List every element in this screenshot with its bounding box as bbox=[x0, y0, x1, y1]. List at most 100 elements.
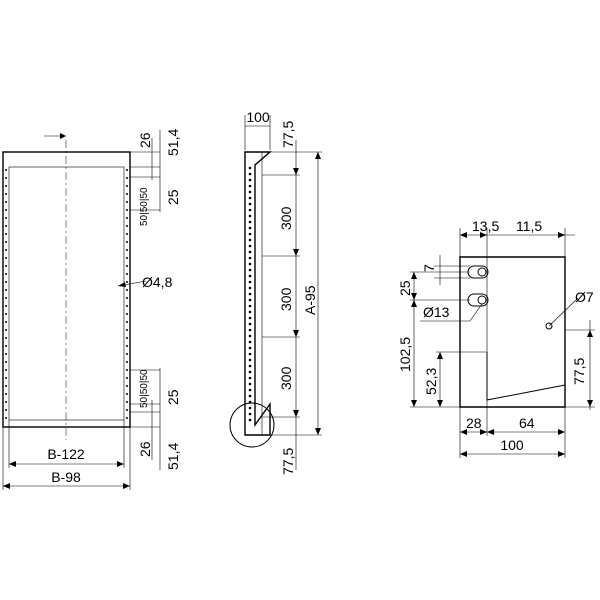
mounting-hole bbox=[126, 385, 128, 387]
mounting-hole bbox=[126, 361, 128, 363]
hole-d7 bbox=[545, 322, 553, 330]
mounting-hole bbox=[5, 185, 7, 187]
mounting-hole bbox=[248, 322, 252, 326]
dim-top-50-stack: 50|50|50 bbox=[139, 187, 150, 226]
mounting-hole bbox=[5, 353, 7, 355]
mounting-hole bbox=[5, 265, 7, 267]
mounting-hole bbox=[126, 329, 128, 331]
mounting-hole bbox=[126, 337, 128, 339]
mounting-hole bbox=[126, 169, 128, 171]
mounting-hole bbox=[126, 401, 128, 403]
mounting-hole bbox=[248, 412, 252, 416]
mounting-hole bbox=[126, 353, 128, 355]
mounting-hole bbox=[248, 184, 252, 188]
mounting-hole bbox=[126, 345, 128, 347]
dim-b-98: B-98 bbox=[51, 469, 81, 485]
dim-11-5: 11,5 bbox=[516, 218, 542, 234]
mounting-hole bbox=[248, 196, 252, 200]
mounting-hole bbox=[248, 340, 252, 344]
dim-100: 100 bbox=[500, 437, 524, 453]
mounting-hole bbox=[126, 233, 128, 235]
dim-a-95: A-95 bbox=[302, 285, 318, 315]
mounting-hole bbox=[5, 409, 7, 411]
dim-bot-51-4: 51,4 bbox=[165, 443, 181, 470]
mounting-hole bbox=[126, 417, 128, 419]
mounting-hole bbox=[248, 190, 252, 194]
front-view: 26 51,4 25 50|50|50 Ø4,8 50|50|50 25 26 … bbox=[2, 129, 181, 490]
detail-circle bbox=[229, 402, 275, 448]
mounting-hole bbox=[5, 377, 7, 379]
mounting-hole bbox=[5, 369, 7, 371]
mounting-hole bbox=[126, 369, 128, 371]
mounting-hole bbox=[248, 214, 252, 218]
mounting-hole bbox=[5, 249, 7, 251]
detail-view: 13,5 11,5 7 25 102,5 52,3 Ø13 Ø7 77,5 bbox=[397, 218, 595, 458]
dim-hole-d7: Ø7 bbox=[575, 289, 594, 305]
dim-b-122: B-122 bbox=[47, 446, 85, 462]
dim-side-bot-77-5: 77,5 bbox=[280, 448, 296, 475]
mounting-hole bbox=[5, 177, 7, 179]
mounting-hole bbox=[5, 393, 7, 395]
mounting-hole bbox=[248, 316, 252, 320]
mounting-hole bbox=[126, 193, 128, 195]
mounting-hole bbox=[248, 172, 252, 176]
detail-bracket-outline bbox=[459, 256, 566, 408]
mounting-hole bbox=[5, 201, 7, 203]
dim-pitch-1: 300 bbox=[278, 206, 294, 230]
mounting-hole bbox=[248, 388, 252, 392]
dim-pitch-2: 300 bbox=[278, 287, 294, 311]
mounting-hole bbox=[126, 289, 128, 291]
front-frame-outer bbox=[2, 151, 131, 428]
mounting-hole bbox=[5, 313, 7, 315]
mounting-hole bbox=[5, 289, 7, 291]
dim-pitch-3: 300 bbox=[278, 366, 294, 390]
mounting-hole bbox=[5, 385, 7, 387]
mounting-hole bbox=[5, 297, 7, 299]
mounting-hole bbox=[248, 304, 252, 308]
dim-25: 25 bbox=[397, 280, 413, 296]
mounting-hole bbox=[248, 238, 252, 242]
mounting-hole bbox=[248, 208, 252, 212]
mounting-hole bbox=[248, 220, 252, 224]
mounting-hole bbox=[126, 273, 128, 275]
dim-hole-dia: Ø4,8 bbox=[142, 274, 173, 290]
side-view: 100 77,5 300 300 300 77,5 A-95 bbox=[229, 109, 322, 475]
mounting-hole bbox=[5, 337, 7, 339]
mounting-hole bbox=[248, 406, 252, 410]
mounting-hole bbox=[248, 370, 252, 374]
dim-64: 64 bbox=[519, 415, 535, 431]
mounting-hole bbox=[126, 305, 128, 307]
mounting-hole bbox=[126, 297, 128, 299]
mounting-hole bbox=[5, 193, 7, 195]
mounting-hole bbox=[126, 377, 128, 379]
dim-77-5: 77,5 bbox=[571, 358, 587, 385]
mounting-hole bbox=[248, 280, 252, 284]
mounting-hole bbox=[248, 328, 252, 332]
dim-7: 7 bbox=[421, 264, 437, 272]
mounting-hole bbox=[126, 225, 128, 227]
mounting-hole bbox=[248, 244, 252, 248]
mounting-hole bbox=[248, 232, 252, 236]
mounting-hole bbox=[5, 273, 7, 275]
mounting-hole bbox=[248, 256, 252, 260]
mounting-hole bbox=[126, 321, 128, 323]
mounting-hole bbox=[248, 394, 252, 398]
mounting-hole bbox=[248, 202, 252, 206]
mounting-hole bbox=[248, 310, 252, 314]
mounting-hole bbox=[248, 376, 252, 380]
dim-52-3: 52,3 bbox=[423, 368, 439, 395]
mounting-hole bbox=[126, 409, 128, 411]
mounting-hole bbox=[248, 346, 252, 350]
front-hole-row-right bbox=[126, 169, 128, 419]
mounting-hole bbox=[126, 257, 128, 259]
front-frame-inner bbox=[8, 166, 125, 421]
mounting-hole bbox=[126, 313, 128, 315]
front-hole-row-left bbox=[5, 169, 7, 419]
mounting-hole bbox=[126, 177, 128, 179]
mounting-hole bbox=[248, 166, 252, 170]
dim-bot-50-stack: 50|50|50 bbox=[139, 369, 150, 408]
side-hole-row bbox=[248, 166, 252, 422]
mounting-hole bbox=[5, 209, 7, 211]
mounting-hole bbox=[5, 257, 7, 259]
